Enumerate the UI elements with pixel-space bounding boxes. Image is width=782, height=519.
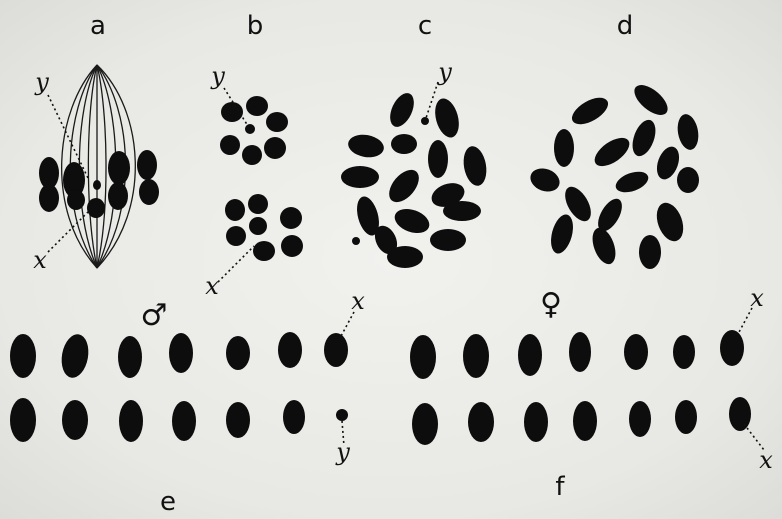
- panel-a-label: a: [90, 11, 106, 41]
- panel-a-chromosomes: [39, 150, 159, 218]
- panel-b-x-label: x: [205, 272, 219, 300]
- panel-d-chromosomes: [527, 79, 701, 269]
- panel-f-top-row: [410, 330, 744, 379]
- panel-e-top-row: [10, 332, 348, 380]
- panel-b-label: b: [247, 11, 264, 41]
- panel-e-x-label: x: [351, 287, 365, 315]
- panel-b-upper-rosette: [220, 96, 288, 165]
- panel-c-y-label: y: [437, 58, 452, 86]
- panel-f-label: f: [555, 472, 565, 502]
- panel-a-x-pointer: [48, 212, 88, 252]
- panel-e-label: e: [160, 487, 176, 517]
- panel-f-x-bottom-label: x: [759, 446, 773, 474]
- panel-d-label: d: [617, 11, 634, 41]
- panel-f-x-top-label: x: [750, 284, 764, 312]
- panel-b-lower-rosette: [225, 194, 303, 261]
- panel-e-x-pointer: [340, 312, 354, 338]
- panel-e-bottom-row: [10, 398, 348, 442]
- panel-f-female-symbol: ♀: [540, 287, 562, 322]
- panel-c-chromosomes: [341, 89, 489, 268]
- panel-f-bottom-row: [412, 397, 751, 445]
- panel-e-male-symbol: ♂: [141, 298, 168, 333]
- panel-e-y-label: y: [335, 438, 350, 466]
- panel-b-x-pointer: [218, 246, 254, 282]
- panel-a-y-label: y: [34, 68, 49, 96]
- panel-c-label: c: [418, 11, 432, 41]
- panel-b-y-label: y: [210, 62, 225, 90]
- panel-a-x-label: x: [33, 246, 47, 274]
